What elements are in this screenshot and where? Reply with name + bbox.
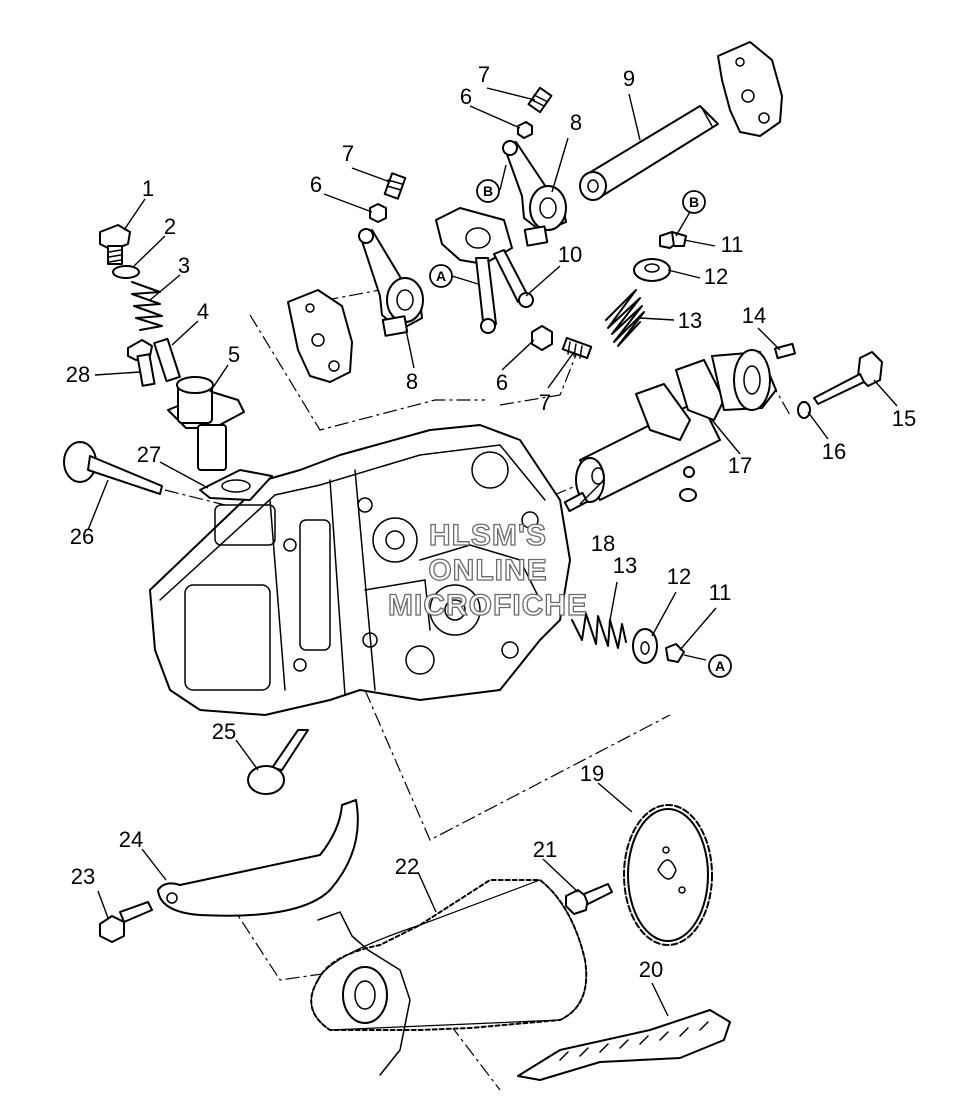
callout-7-left: 7 (342, 141, 354, 166)
watermark-line-1: HLSM'S (429, 519, 547, 552)
part-12-spring-retainer-bottom (632, 628, 658, 664)
part-4-pin (153, 337, 181, 383)
ref-marker-b-right: B (682, 190, 706, 214)
rocker-support-bracket-left (287, 289, 353, 383)
part-6-nut-top (517, 121, 533, 139)
svg-text:B: B (689, 194, 699, 210)
watermark-line-2: ONLINE (428, 554, 547, 587)
part-6-nut-center (531, 325, 553, 351)
callout-12-top: 12 (704, 264, 728, 289)
part-19-cam-sprocket (623, 804, 713, 946)
part-6-nut-left (369, 203, 387, 223)
part-14-dowel (774, 342, 796, 360)
ref-marker-b-left: B (476, 179, 500, 203)
callout-9: 9 (623, 66, 635, 91)
callout-20: 20 (639, 957, 663, 982)
svg-text:B: B (483, 183, 493, 199)
callout-24: 24 (119, 827, 143, 852)
callout-16: 16 (822, 439, 846, 464)
callout-23: 23 (71, 864, 95, 889)
svg-text:A: A (436, 268, 446, 284)
part-16-washer (797, 401, 811, 419)
part-17-cap (679, 488, 697, 502)
callout-1: 1 (142, 176, 154, 201)
callout-7-center: 7 (539, 390, 551, 415)
callout-2: 2 (164, 214, 176, 239)
callout-10: 10 (558, 242, 582, 267)
callout-6-top: 6 (460, 84, 472, 109)
callout-labels: 1 2 3 4 5 6 6 6 7 7 7 8 8 8 9 10 11 11 1… (66, 62, 916, 982)
part-13-valve-spring-top (605, 289, 645, 347)
leader-lines (87, 87, 898, 1017)
part-25-valve (247, 729, 309, 795)
rocker-support-bracket-top (717, 41, 783, 137)
callout-25: 25 (212, 719, 236, 744)
callout-8-top: 8 (570, 110, 582, 135)
part-9-rocker-shaft (579, 105, 719, 201)
callout-7-top: 7 (478, 62, 490, 87)
callout-18: 18 (591, 531, 615, 556)
callout-6-center: 6 (496, 370, 508, 395)
cylinder-head (149, 424, 571, 716)
callout-27: 27 (137, 442, 161, 467)
part-1-bolt (99, 224, 131, 265)
part-15-bolt (813, 351, 883, 405)
callout-17: 17 (728, 453, 752, 478)
crankshaft-sprocket (342, 966, 388, 1024)
callout-4: 4 (197, 299, 209, 324)
part-23-pivot-bolt (99, 901, 153, 943)
callout-14: 14 (742, 303, 766, 328)
part-17-ball (683, 466, 695, 478)
part-20-chain-guide (517, 1009, 731, 1081)
callout-21: 21 (533, 837, 557, 862)
callout-26: 26 (70, 524, 94, 549)
part-7-adjuster-screw-top (527, 86, 553, 114)
callout-19: 19 (580, 761, 604, 786)
part-18-dowel-pin (563, 491, 589, 513)
part-28-bolt (127, 339, 156, 387)
callout-3: 3 (178, 253, 190, 278)
callout-8-left: 8 (406, 369, 418, 394)
crankcase-fragment (317, 911, 411, 1076)
part-5-tensioner (167, 376, 245, 471)
part-17-camshaft (575, 349, 777, 503)
callout-6-left: 6 (310, 172, 322, 197)
part-24-tensioner-blade (157, 799, 359, 917)
part-26-valve (63, 441, 163, 495)
callout-13-top: 13 (678, 308, 702, 333)
callout-11-bottom: 11 (709, 580, 732, 605)
ref-marker-a-top: A (429, 264, 453, 288)
watermark-line-3: MICROFICHE (388, 589, 588, 622)
callout-12-bottom: 12 (667, 564, 691, 589)
part-11-valve-keeper-top (659, 231, 687, 249)
callout-5: 5 (228, 342, 240, 367)
svg-text:A: A (715, 658, 725, 674)
callout-28: 28 (66, 362, 90, 387)
part-2-washer (112, 265, 140, 279)
callout-22: 22 (395, 854, 419, 879)
part-13-valve-spring-bottom (571, 613, 627, 649)
part-7-adjuster-screw-center (561, 336, 593, 360)
part-8-rocker-arm-right (502, 140, 567, 247)
part-8-rocker-arm-left (358, 228, 424, 337)
part-11-valve-keeper-bottom (665, 643, 685, 663)
callout-15: 15 (892, 406, 916, 431)
part-7-adjuster-screw-left (383, 172, 407, 200)
watermark: HLSM'S ONLINE MICROFICHE (387, 518, 588, 622)
part-10-rocker-arm (435, 207, 534, 334)
part-27-gasket (199, 469, 273, 501)
ref-marker-a-bottom: A (708, 654, 732, 678)
part-3-spring (131, 281, 163, 331)
callout-11-top: 11 (721, 232, 744, 257)
callout-13-bottom: 13 (613, 553, 637, 578)
part-12-spring-retainer-top (633, 258, 671, 282)
part-21-sprocket-bolt (565, 883, 613, 915)
